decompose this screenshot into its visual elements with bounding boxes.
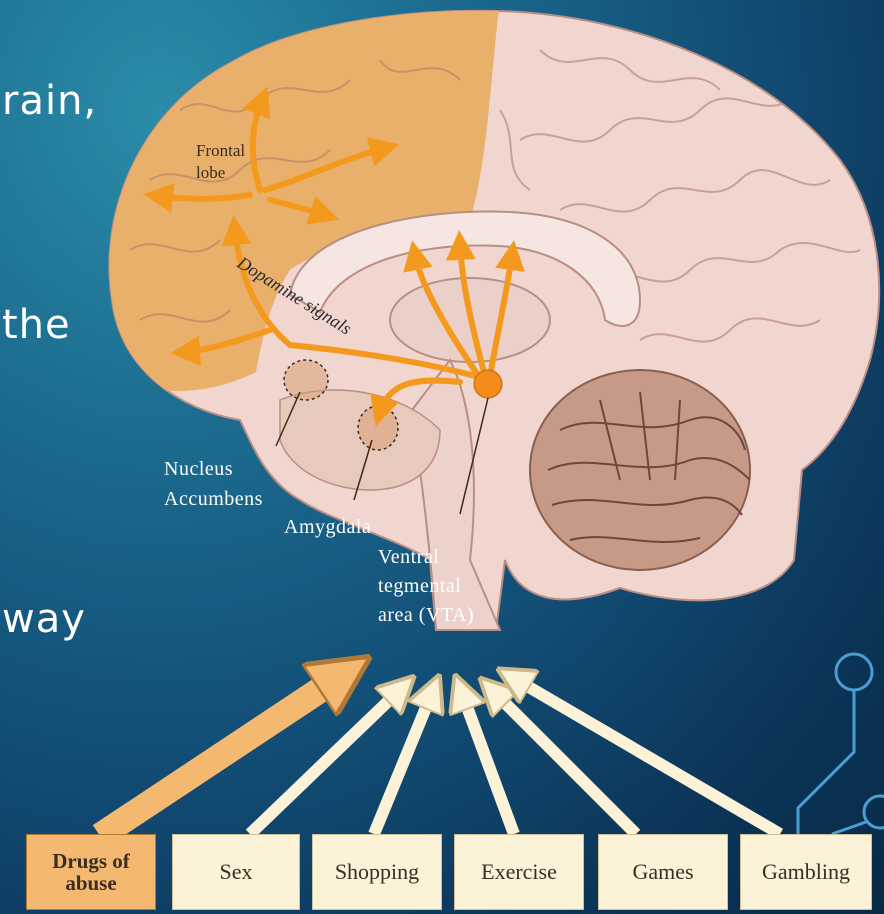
stimulus-box-gambling: Gambling [740, 834, 872, 910]
amygdala-label: Amygdala [284, 516, 371, 538]
cerebellum [530, 370, 750, 570]
stimulus-label: Sex [220, 859, 253, 885]
stimulus-box-exercise: Exercise [454, 834, 584, 910]
stimulus-box-drugs: Drugs of abuse [26, 834, 156, 910]
stimulus-label: Games [632, 859, 693, 885]
frontal-lobe-label-line-2: lobe [196, 163, 225, 182]
stimulus-label-line: Drugs of [52, 850, 130, 872]
stimulus-box-sex: Sex [172, 834, 300, 910]
stimulus-arrows [100, 670, 780, 836]
vta-label-line-3: area (VTA) [378, 604, 474, 626]
vta-label-line-1: Ventral [378, 546, 439, 568]
vta-label-line-2: tegmental [378, 575, 461, 597]
nucleus-accumbens-label-line-1: Nucleus [164, 458, 233, 480]
stimulus-label-line: abuse [52, 872, 130, 894]
circuit-decoration [798, 654, 884, 834]
arrow-drugs [100, 670, 350, 836]
stimulus-label: Exercise [481, 859, 557, 885]
stimulus-label: Gambling [762, 859, 850, 885]
stimulus-box-games: Games [598, 834, 728, 910]
vta-marker [474, 370, 502, 398]
stimulus-box-shopping: Shopping [312, 834, 442, 910]
nucleus-accumbens-marker [284, 360, 328, 400]
frontal-lobe-label-line-1: Frontal [196, 141, 245, 160]
nucleus-accumbens-label-line-2: Accumbens [164, 488, 263, 510]
stimulus-label: Shopping [335, 859, 419, 885]
